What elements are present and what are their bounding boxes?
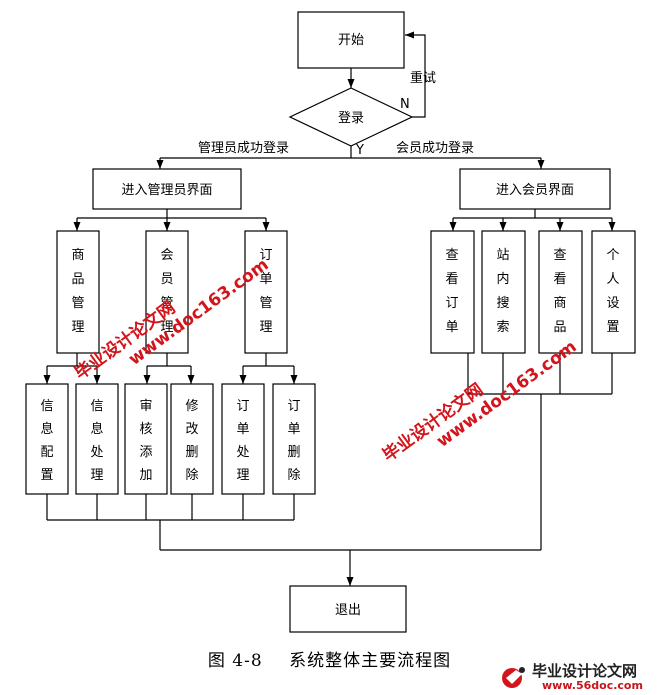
member-ui-node [459, 168, 611, 210]
edit-delete-label: 修改删除 [185, 399, 198, 483]
retry-loop-line [405, 31, 426, 118]
start-label: 开始 [338, 33, 364, 48]
admin-success-label: 管理员成功登录 [198, 141, 289, 156]
site-search-label: 站内搜索 [496, 248, 509, 335]
edit-delete-node [170, 383, 214, 495]
goods-mgmt-node [56, 230, 100, 354]
site-logo: 毕业设计论文网 www.56doc.com [498, 660, 658, 694]
figure-number: 图 4-8 [207, 651, 263, 671]
member-mgmt-label: 会员管理 [160, 248, 173, 335]
login-label: 登录 [338, 111, 364, 126]
exit-node [289, 585, 407, 633]
figure-title: 系统整体主要流程图 [289, 651, 452, 671]
view-order-node [430, 230, 475, 354]
exit-label: 退出 [335, 603, 361, 618]
order-mgmt-node [244, 230, 288, 354]
goods-mgmt-label: 商品管理 [71, 248, 84, 335]
info-config-node [25, 383, 69, 495]
member-ui-label: 进入会员界面 [496, 183, 574, 198]
flowchart: 开始 登录 重试 N Y 管理员成功登录 会员成功登录 进入管理员界面 商品管理… [25, 11, 636, 633]
order-process-label: 订单处理 [236, 399, 249, 483]
member-mgmt-node [145, 230, 189, 354]
logo-mark-icon [502, 667, 525, 688]
member-success-label: 会员成功登录 [396, 141, 474, 156]
figure-caption: 图 4-8 系统整体主要流程图 [0, 646, 659, 671]
site-search-node [481, 230, 526, 354]
audit-add-label: 审核添加 [139, 399, 152, 483]
order-delete-label: 订单删除 [287, 399, 300, 483]
admin-ui-node [92, 168, 242, 210]
personal-settings-node [591, 230, 636, 354]
logo-title: 毕业设计论文网 [532, 662, 638, 680]
view-order-label: 查看订单 [445, 248, 458, 335]
retry-label: 重试 [410, 70, 436, 86]
personal-settings-label: 个人设置 [606, 248, 619, 335]
info-process-node [75, 383, 119, 495]
no-label: N [400, 97, 410, 112]
info-process-label: 信息处理 [90, 399, 103, 483]
view-goods-label: 查看商品 [553, 248, 566, 335]
admin-ui-label: 进入管理员界面 [121, 183, 212, 198]
yes-label: Y [355, 143, 364, 158]
order-process-node [221, 383, 265, 495]
audit-add-node [124, 383, 168, 495]
info-config-label: 信息配置 [40, 399, 53, 483]
start-node [297, 11, 405, 69]
order-delete-node [272, 383, 316, 495]
logo-url: www.56doc.com [542, 679, 643, 692]
order-mgmt-label: 订单管理 [259, 248, 272, 335]
